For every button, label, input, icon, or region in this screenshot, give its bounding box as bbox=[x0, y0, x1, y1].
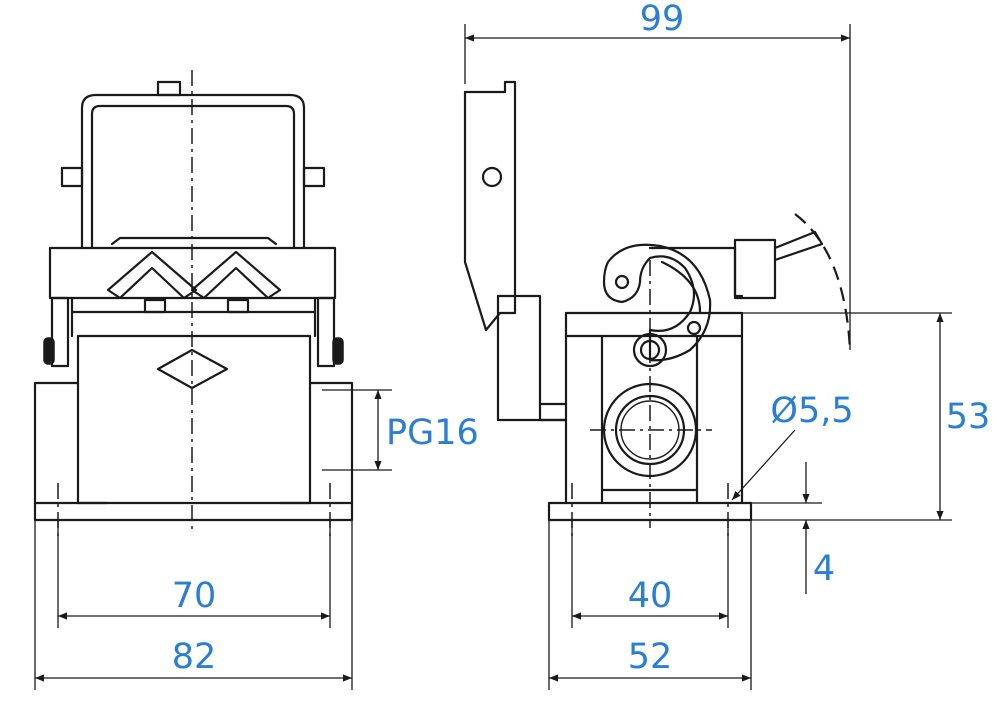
side-lever-swing-arc bbox=[794, 213, 852, 351]
front-left-boss bbox=[33, 381, 80, 505]
front-body bbox=[76, 334, 312, 505]
dim-label-pg16: PG16 bbox=[386, 413, 479, 453]
side-view: 99 53 4 Ø5,5 40 52 bbox=[463, 0, 991, 690]
front-chevron-right bbox=[190, 250, 282, 300]
dim-label-70: 70 bbox=[172, 576, 217, 616]
side-hood bbox=[463, 80, 517, 332]
front-chevron-left bbox=[106, 250, 198, 300]
dim-leader-hole bbox=[731, 429, 796, 501]
dim-label-hole: Ø5,5 bbox=[770, 391, 853, 431]
dim-label-40: 40 bbox=[628, 576, 673, 616]
side-latch-lever bbox=[602, 243, 712, 362]
front-lever-bow bbox=[80, 93, 306, 250]
front-view: 70 82 PG16 bbox=[33, 70, 479, 690]
dim-label-4: 4 bbox=[813, 549, 835, 589]
front-right-boss bbox=[308, 381, 354, 505]
dim-label-52: 52 bbox=[628, 637, 673, 677]
dim-label-53: 53 bbox=[946, 397, 991, 437]
dim-label-99: 99 bbox=[640, 0, 685, 39]
dim-label-82: 82 bbox=[172, 637, 217, 677]
front-base-plate bbox=[33, 501, 354, 522]
diamond-mark bbox=[156, 348, 229, 390]
side-housing-body bbox=[564, 311, 744, 505]
